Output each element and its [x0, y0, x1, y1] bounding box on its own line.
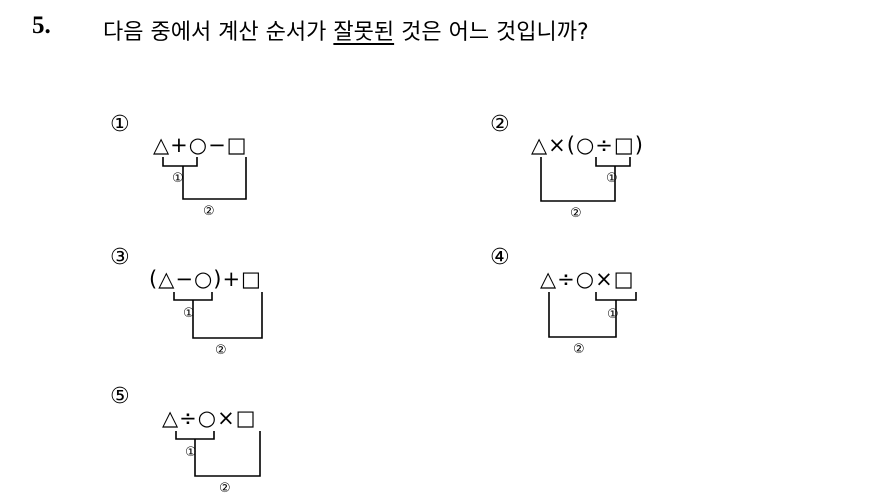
- choice-5-step1-label: ①: [185, 445, 197, 460]
- choice-1-expression: △+○−□: [153, 133, 248, 157]
- choice-3-step1-label: ①: [183, 306, 195, 321]
- choice-4-step1-label: ①: [607, 307, 619, 322]
- choice-2-step2-label: ②: [570, 206, 582, 221]
- question-underlined-word: 잘못된: [333, 20, 395, 45]
- question-number: 5.: [32, 12, 51, 39]
- question-text-after: 것은 어느 것입니까?: [394, 20, 589, 45]
- choice-2-marker: ②: [490, 112, 510, 137]
- choice-3-step2-label: ②: [215, 343, 227, 358]
- choice-5-marker: ⑤: [110, 384, 130, 409]
- choice-1-step1-label: ①: [172, 171, 184, 186]
- choice-4-marker: ④: [490, 245, 510, 270]
- question-text: 다음 중에서 계산 순서가 잘못된 것은 어느 것입니까?: [103, 14, 589, 46]
- choice-5-step2-label: ②: [219, 481, 231, 496]
- choice-5-expression: △÷○×□: [162, 406, 257, 430]
- choice-3-expression: (△−○)+□: [149, 267, 262, 291]
- choice-1-step2-label: ②: [203, 204, 215, 219]
- question-text-before: 다음 중에서 계산 순서가: [103, 20, 334, 45]
- choice-2-expression: △×(○÷□): [531, 133, 644, 157]
- choice-3-marker: ③: [110, 245, 130, 270]
- choice-4-expression: △÷○×□: [540, 267, 635, 291]
- choice-2-step1-label: ①: [606, 171, 618, 186]
- choice-4-step2-label: ②: [573, 342, 585, 357]
- choice-1-marker: ①: [110, 112, 130, 137]
